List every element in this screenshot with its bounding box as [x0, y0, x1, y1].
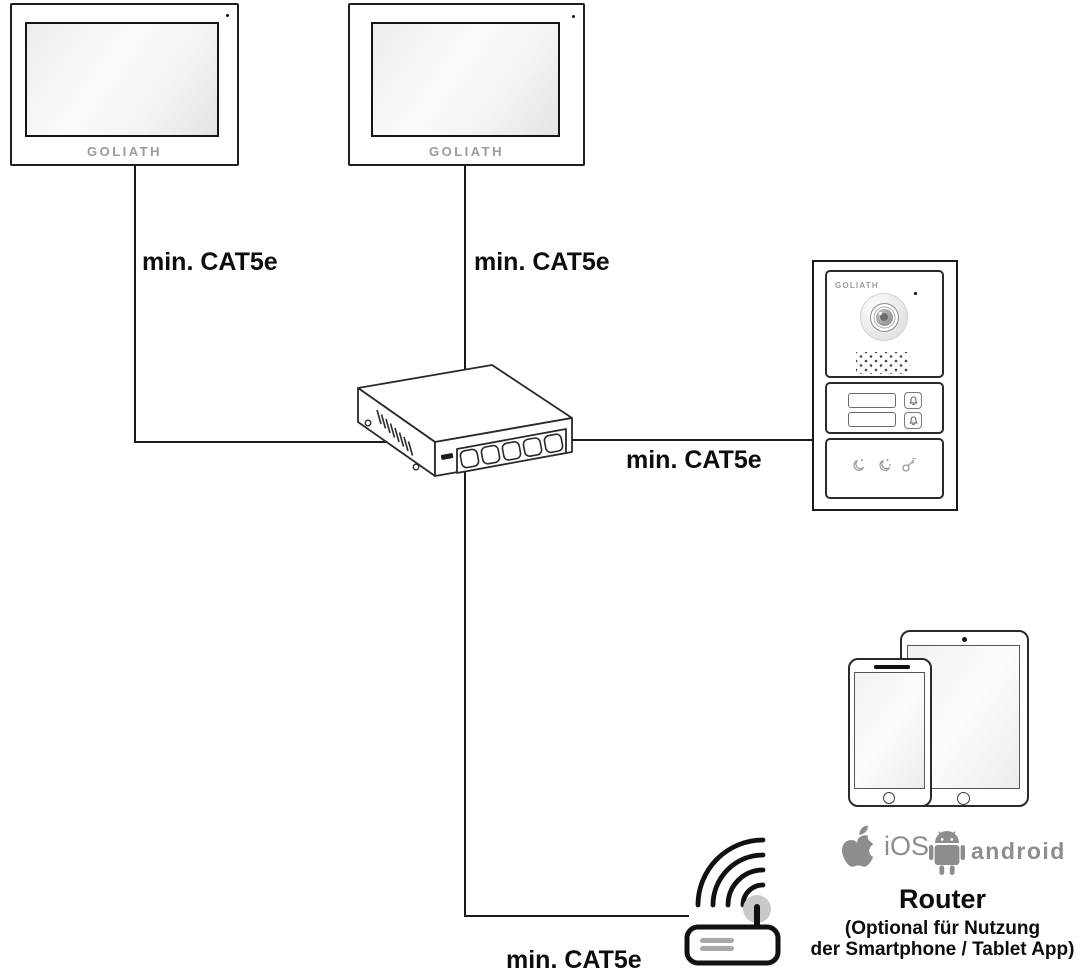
brand-logo: GOLIATH — [86, 144, 163, 159]
bell-icon — [908, 416, 918, 426]
apple-logo-icon — [842, 825, 878, 867]
lens-core — [880, 313, 888, 321]
door-station: GOLIATH — [812, 260, 958, 511]
vent-slots — [376, 409, 414, 456]
cable-label-monitor2: min. CAT5e — [474, 248, 610, 276]
nameplate-2 — [848, 412, 896, 427]
power-led — [440, 453, 454, 460]
bell-button-2[interactable] — [904, 412, 922, 429]
screw — [364, 419, 372, 427]
android-logo-icon — [929, 831, 965, 875]
indoor-monitor-1: GOLIATH — [10, 3, 239, 166]
cable-doorstation-horizontal — [548, 439, 812, 441]
router-title: Router — [899, 884, 986, 914]
bell-icon — [908, 396, 918, 406]
router-caption: Router (Optional für Nutzung der Smartph… — [800, 884, 1080, 960]
mic-hole — [572, 15, 575, 18]
mic-hole — [914, 292, 917, 295]
camera-lens — [875, 308, 893, 326]
call-indicator-icon — [853, 459, 865, 471]
talk-indicator-icon — [879, 459, 891, 471]
cable-router-vertical — [464, 430, 466, 917]
brand-logo: GOLIATH — [428, 144, 505, 159]
tablet-home-button — [957, 792, 970, 805]
router-body — [684, 924, 781, 966]
brand-logo: GOLIATH — [835, 281, 879, 290]
router-subtitle-line1: (Optional für Nutzung — [844, 918, 1041, 939]
door-station-camera-panel: GOLIATH — [825, 270, 944, 378]
smartphone-icon — [848, 658, 932, 807]
tablet-camera-dot — [962, 637, 967, 642]
cable-label-router: min. CAT5e — [506, 946, 642, 974]
lens-glint — [878, 311, 882, 315]
bell-button-1[interactable] — [904, 392, 922, 409]
wifi-router-icon — [684, 837, 781, 966]
mic-hole — [226, 14, 229, 17]
door-open-indicator-icon — [902, 457, 917, 472]
cable-monitor1-vertical — [134, 166, 136, 443]
nameplate-1 — [848, 393, 896, 408]
cable-label-monitor1: min. CAT5e — [142, 248, 278, 276]
cable-label-doorstation: min. CAT5e — [626, 446, 762, 474]
phone-home-button — [883, 792, 895, 804]
camera-icon — [860, 293, 908, 341]
phone-screen — [854, 672, 925, 789]
network-switch-icon — [357, 364, 573, 477]
ios-label: iOS — [884, 831, 930, 861]
wifi-icon — [695, 837, 766, 908]
indoor-monitor-2: GOLIATH — [348, 3, 585, 166]
monitor-screen — [371, 22, 560, 137]
screw — [412, 463, 420, 471]
phone-speaker-slot — [874, 665, 910, 669]
camera-ring — [869, 302, 899, 332]
cable-monitor2-vertical — [464, 166, 466, 378]
cable-router-horizontal — [464, 915, 689, 917]
router-subtitle-line2: der Smartphone / Tablet App) — [810, 939, 1075, 960]
monitor-screen — [25, 22, 219, 137]
android-label: android — [971, 838, 1066, 864]
rj45-ports — [459, 433, 564, 469]
speaker-grille-icon — [856, 352, 910, 374]
door-station-indicator-panel — [825, 438, 944, 499]
door-station-button-panel — [825, 382, 944, 434]
cable-monitor1-horizontal — [134, 441, 434, 443]
